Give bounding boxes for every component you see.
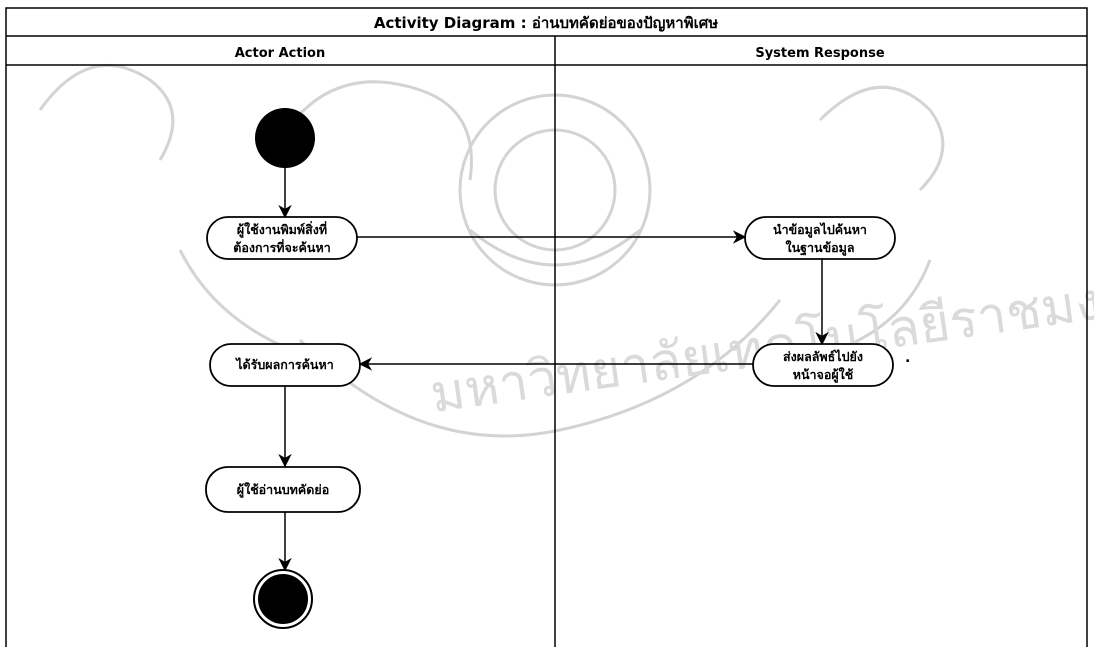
activity-send-results: ส่งผลลัพธ์ไปยัง หน้าจอผู้ใช้ [752,343,894,387]
watermark-seal: มหาวิทยาลัยเทคโนโลยีราชมงคลล้านนา [38,64,1094,438]
activity-user-types-query: ผู้ใช้งานพิมพ์สิ่งที่ ต้องการที่จะค้นหา [206,216,358,260]
activity-user-types-line1: ผู้ใช้งานพิมพ์สิ่งที่ [237,221,327,238]
activity-read-abstract: ผู้ใช้อ่านบทคัดย่อ [205,466,361,513]
start-node [255,108,315,168]
activity-fetch-line1: นำข้อมูลไปค้นหา [773,222,867,238]
activity-send-line1: ส่งผลลัพธ์ไปยัง [783,349,863,364]
lane-header-actor: Actor Action [235,46,325,61]
watermark-text: มหาวิทยาลัยเทคโนโลยีราชมงคลล้านนา [427,240,1094,425]
diagram-frame [5,7,1088,647]
activity-receive-results: ได้รับผลการค้นหา [209,343,361,387]
activity-fetch-line2: ในฐานข้อมูล [785,240,854,256]
activity-read-label: ผู้ใช้อ่านบทคัดย่อ [237,482,329,498]
activity-send-line2: หน้าจอผู้ใช้ [793,367,854,383]
activity-fetch-data: นำข้อมูลไปค้นหา ในฐานข้อมูล [744,216,896,260]
activity-receive-label: ได้รับผลการค้นหา [234,357,334,372]
diagram-title: Activity Diagram : อ่านบทคัดย่อของปัญหาพ… [374,14,718,32]
stray-mark: . [905,350,910,366]
activity-user-types-line2: ต้องการที่จะค้นหา [233,239,330,255]
end-node [253,569,313,629]
lane-header-system: System Response [755,46,884,61]
